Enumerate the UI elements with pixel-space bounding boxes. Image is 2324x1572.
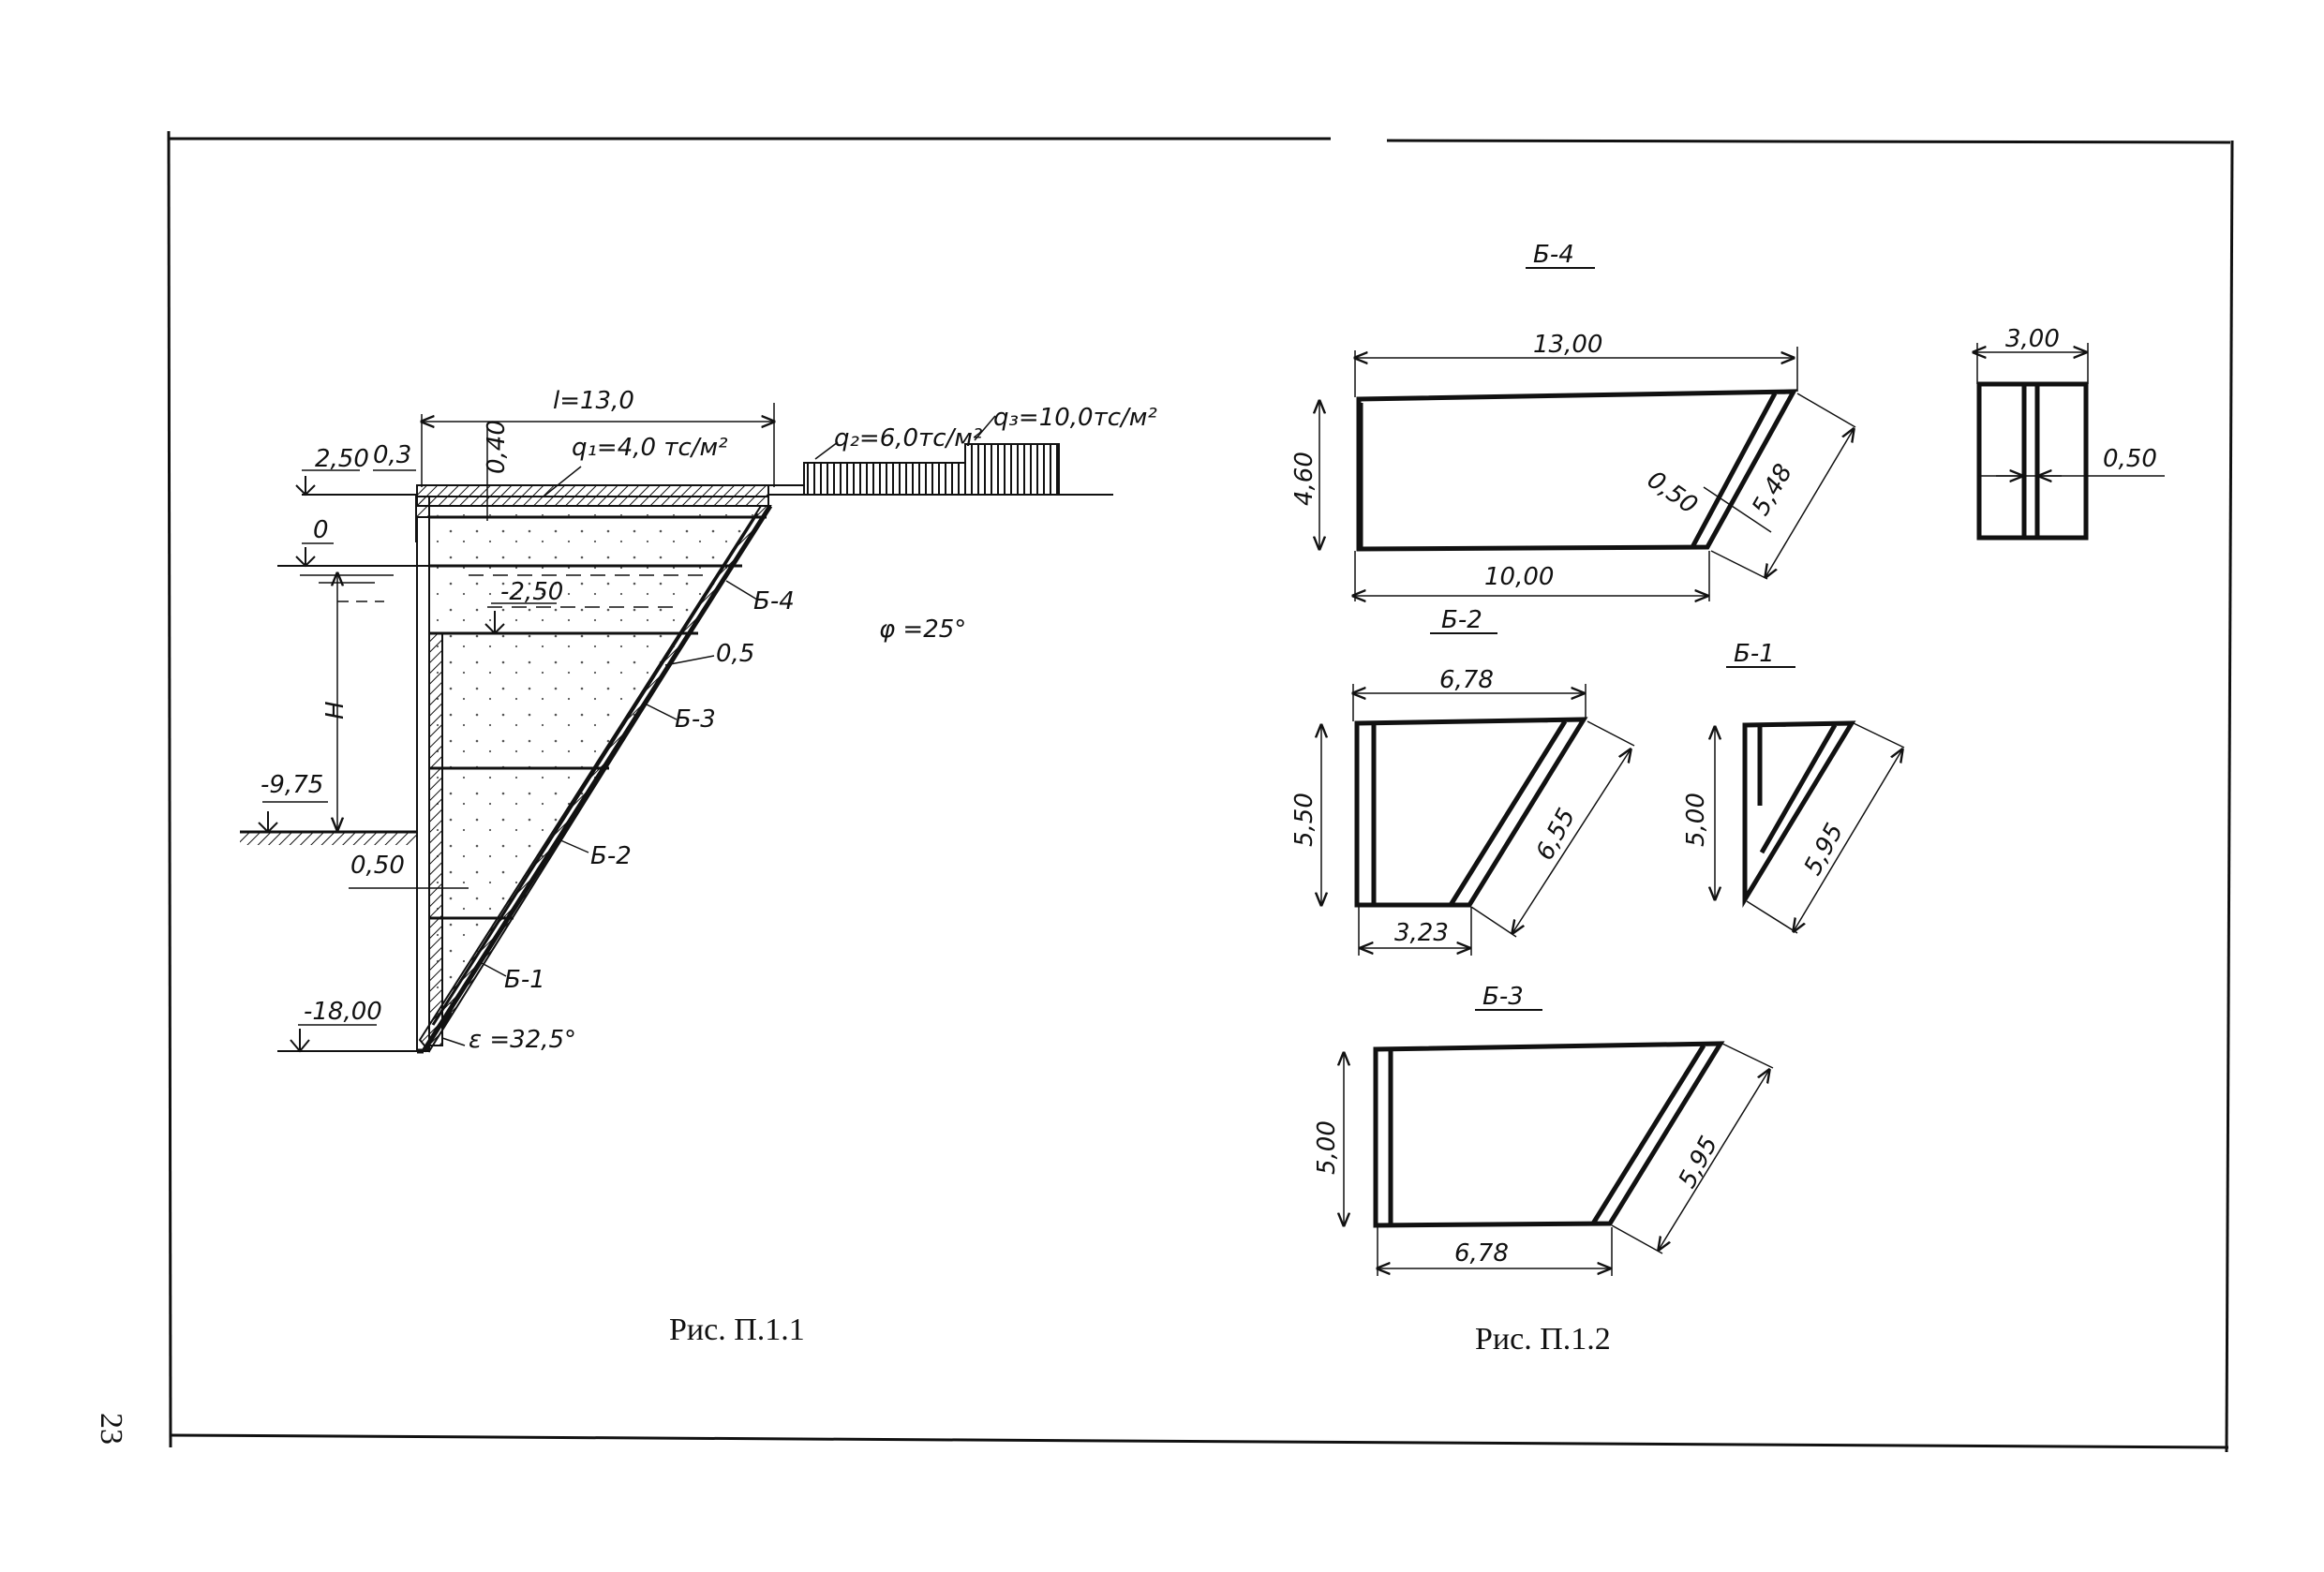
b3-height-dim: 5,00: [1313, 1120, 1341, 1175]
label-phi: φ =25°: [879, 615, 966, 644]
b2-top-dim: 6,78: [1439, 666, 1494, 694]
panel-b3: 5,00 6,78 5,95: [1313, 1041, 1774, 1276]
load-q1: [416, 484, 769, 497]
b2-height-dim: 5,50: [1290, 793, 1318, 847]
label-b3: Б-3: [675, 705, 716, 734]
b4-diag-dim: 5,48: [1747, 459, 1798, 520]
b4-wall-dim: 0,50: [1642, 466, 1703, 520]
b2-diag-dim: 6,55: [1531, 804, 1582, 865]
b2-bottom-dim: 3,23: [1394, 919, 1449, 947]
dim-0-40: 0,40: [483, 420, 511, 474]
level-minus-2-50: -2,50: [500, 578, 563, 606]
figure-p-1-1: l=13,0 0,3 0,40 q₁=4,0 тс/м² q₂=6,0тс/м²…: [240, 387, 1157, 1347]
label-slope-0-5: 0,5: [716, 640, 754, 668]
load-q3-label: q₃=10,0тс/м²: [993, 404, 1157, 432]
dim-l: l=13,0: [553, 387, 634, 415]
caption-p-1-2: Рис. П.1.2: [1475, 1322, 1611, 1357]
dim-wall-0-50: 0,50: [350, 852, 405, 880]
section-wall-dim: 0,50: [2103, 445, 2157, 473]
b3-title: Б-3: [1482, 983, 1524, 1011]
load-q3: [964, 443, 1060, 496]
level-2-50: 2,50: [315, 445, 369, 473]
panel-b2: 6,78 5,50 3,23 6,55: [1290, 666, 1635, 956]
panel-cross-section: 3,00 0,50: [1974, 325, 2165, 541]
page-number: 23: [94, 1413, 128, 1445]
b1-height-dim: 5,00: [1682, 793, 1710, 847]
level-minus-18-00: -18,00: [304, 998, 382, 1026]
panel-b4: 13,00 10,00 4,60 5,48 0,50: [1290, 331, 1855, 601]
label-b2: Б-2: [590, 842, 632, 870]
caption-p-1-1: Рис. П.1.1: [669, 1312, 805, 1347]
b2-title: Б-2: [1441, 606, 1482, 634]
level-0: 0: [313, 516, 329, 544]
dim-0-3: 0,3: [373, 441, 411, 469]
load-q2: [803, 462, 966, 496]
b4-height-dim: 4,60: [1290, 452, 1318, 506]
load-q2-label: q₂=6,0тс/м²: [834, 424, 982, 452]
panel-b1: 5,00 5,95: [1682, 720, 1904, 933]
b3-bottom-dim: 6,78: [1454, 1239, 1509, 1268]
dim-h: H: [321, 701, 350, 719]
figure-p-1-2: Б-4 13,00 10,00 4,60 5,48 0,50: [1290, 241, 2165, 1357]
b4-bottom-dim: 10,00: [1484, 563, 1554, 591]
level-minus-9-75: -9,75: [261, 771, 323, 799]
b4-top-dim: 13,00: [1533, 331, 1602, 359]
label-epsilon: ε =32,5°: [469, 1026, 576, 1054]
b1-diag-dim: 5,95: [1799, 819, 1850, 880]
b3-diag-dim: 5,95: [1674, 1132, 1724, 1193]
label-b4: Б-4: [753, 587, 795, 615]
section-width-dim: 3,00: [2005, 325, 2060, 353]
b1-title: Б-1: [1734, 640, 1775, 668]
sheet-frame: [167, 130, 2234, 1453]
b4-title: Б-4: [1533, 241, 1574, 269]
load-q1-label: q₁=4,0 тс/м²: [572, 434, 728, 462]
label-b1: Б-1: [504, 966, 545, 994]
